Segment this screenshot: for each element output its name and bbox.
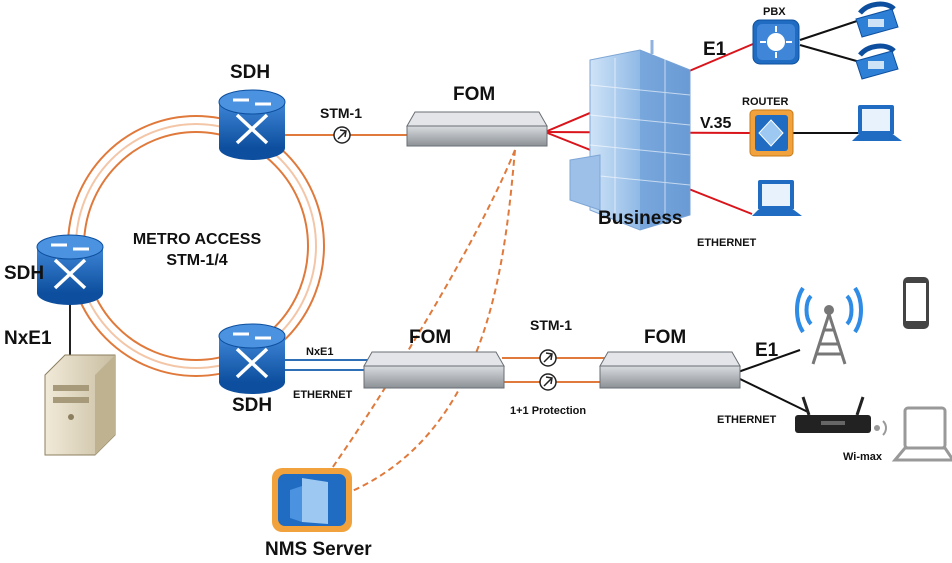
ethernet-bottom-label: ETHERNET [717, 414, 777, 426]
protection-label: 1+1 Protection [510, 405, 586, 417]
fom-bottom-left-label: FOM [409, 327, 451, 348]
server-icon [44, 354, 116, 456]
fom-bottom-left-device [363, 351, 505, 389]
laptop-icon [752, 180, 802, 216]
fom-top-label: FOM [453, 84, 495, 105]
router-icon [749, 109, 794, 157]
sdh-bottom-label: SDH [232, 395, 272, 416]
sdh-bottom-node [218, 323, 286, 394]
fom-bottom-right-device [599, 351, 741, 389]
business-building-icon [569, 40, 691, 231]
wifi-router-icon [795, 396, 871, 433]
fom-bottom-right-label: FOM [644, 327, 686, 348]
laptop-gray-icon [891, 406, 952, 462]
pbx-icon [752, 19, 800, 65]
link-nms-dashed-2 [324, 149, 516, 479]
link-pbx-phone2 [799, 44, 861, 63]
link-fom-tower [737, 349, 801, 373]
sdh-left-node [36, 234, 104, 305]
e1-bottom-label: E1 [755, 340, 779, 361]
phone-icon [855, 1, 899, 38]
sdh-left-label: SDH [4, 263, 44, 284]
router-label: ROUTER [742, 96, 789, 108]
laptop-icon [852, 105, 902, 141]
mobile-phone-icon [903, 277, 929, 329]
labels: SDH SDH SDH METRO ACCESS STM-1/4 STM-1 F… [4, 6, 883, 560]
metro-stm-label: STM-1/4 [166, 252, 227, 269]
stm1-top-label: STM-1 [320, 105, 362, 121]
link-fom-wifi [737, 377, 809, 413]
v35-label: V.35 [700, 115, 732, 132]
nms-server-label: NMS Server [265, 539, 372, 560]
metro-access-label: METRO ACCESS [133, 231, 262, 248]
e1-top-label: E1 [703, 39, 727, 60]
link-nms-dashed-1 [349, 149, 516, 493]
link-icon-bottom-b [539, 373, 557, 391]
ethernet-top-label: ETHERNET [697, 237, 757, 249]
wimax-label: Wi-max [843, 451, 883, 463]
link-icon-top [333, 126, 351, 144]
sdh-top-label: SDH [230, 62, 270, 83]
nxe1-link-label: NxE1 [306, 346, 334, 358]
wifi-signal-icon [874, 420, 887, 436]
business-label: Business [598, 208, 682, 229]
sdh-top-node [218, 89, 286, 160]
phone-icon [855, 43, 899, 80]
ethernet-link-label: ETHERNET [293, 389, 353, 401]
stm1-bottom-label: STM-1 [530, 317, 572, 333]
cell-tower-icon [795, 286, 863, 365]
nxe1-left-label: NxE1 [4, 328, 52, 349]
fom-top-device [406, 111, 548, 147]
link-icon-bottom-a [539, 349, 557, 367]
link-pbx-phone1 [799, 19, 861, 41]
nms-server-icon [272, 468, 352, 532]
pbx-label: PBX [763, 6, 786, 18]
